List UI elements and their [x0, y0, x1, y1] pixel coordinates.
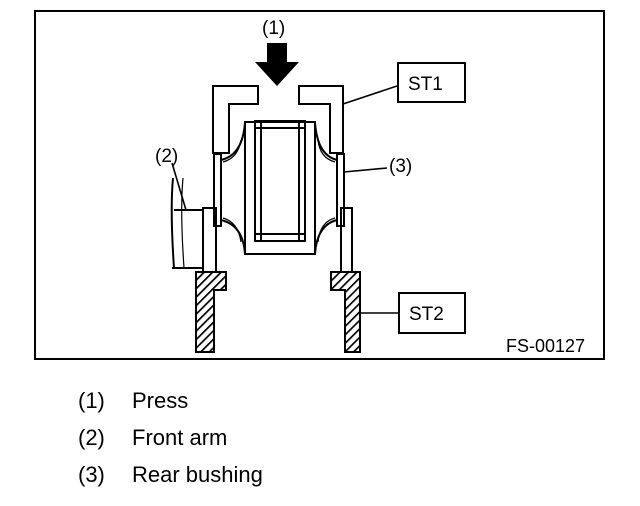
- press-arrow: [255, 43, 299, 86]
- legend-text: Rear bushing: [132, 462, 263, 487]
- figure-frame: [34, 10, 605, 360]
- legend-item: (2) Front arm: [78, 423, 263, 460]
- st2-label: ST2: [409, 304, 444, 325]
- legend-list: (1) Press (2) Front arm (3) Rear bushing: [78, 386, 263, 497]
- figure-code: FS-00127: [506, 336, 585, 356]
- callout-front-arm: (2): [155, 146, 178, 167]
- legend-item: (1) Press: [78, 386, 263, 423]
- legend-text: Press: [132, 388, 189, 413]
- st2-label-box: [398, 292, 466, 334]
- st2-tool: [195, 271, 361, 353]
- callout-rear-bushing: (3): [389, 156, 412, 177]
- leader-lines: [171, 85, 399, 314]
- st1-label-box: [397, 62, 466, 103]
- callout-press: (1): [262, 18, 285, 39]
- legend-number: (1): [78, 388, 105, 413]
- rear-bushing: [213, 120, 345, 255]
- st1-label: ST1: [408, 74, 443, 95]
- legend-number: (2): [78, 425, 105, 450]
- bushing-press-diagram: (1): [34, 10, 605, 360]
- legend-item: (3) Rear bushing: [78, 460, 263, 497]
- legend-text: Front arm: [132, 425, 228, 450]
- st1-tool: [212, 85, 344, 154]
- legend-number: (3): [78, 462, 105, 487]
